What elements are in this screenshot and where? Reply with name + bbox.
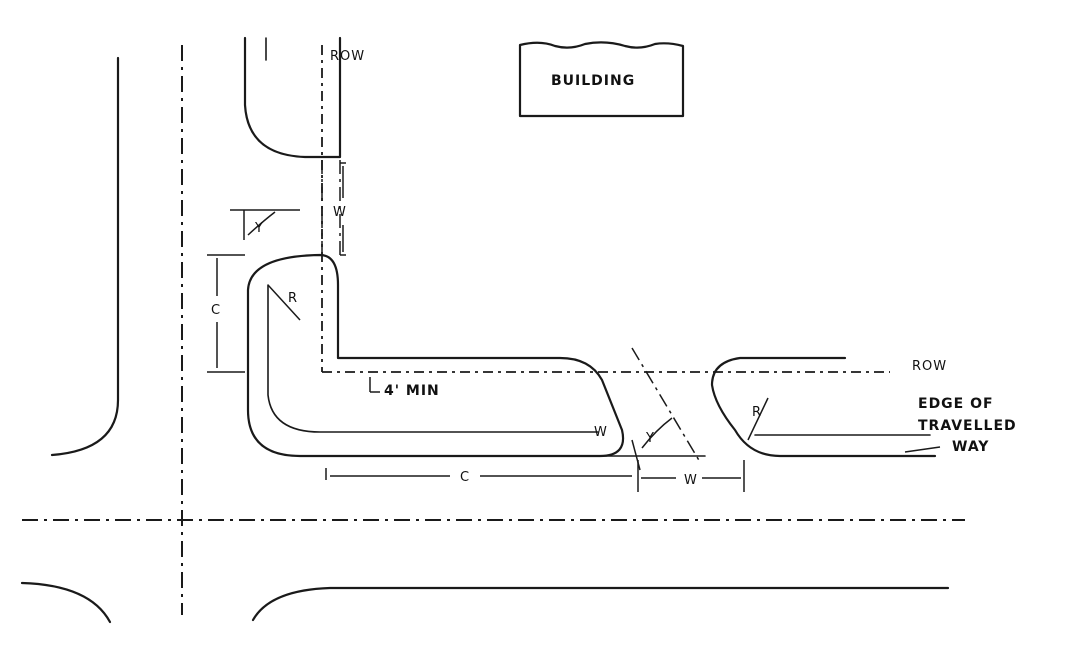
angle-y-lower-leg: [631, 439, 641, 471]
dim-c-vertical-label: C: [211, 303, 221, 318]
top-curb-return: [243, 36, 342, 159]
building-label: BUILDING: [551, 73, 635, 89]
row-right-label: ROW: [912, 359, 947, 374]
edge-label-line3: WAY: [952, 439, 989, 455]
min-offset-label: 4' MIN: [384, 383, 440, 399]
main-street-bottom-right-curb: [251, 586, 950, 622]
building-outline: [518, 41, 685, 118]
right-island-curb: [710, 356, 937, 458]
radius-right-line: [747, 397, 769, 441]
radius-right-label: R: [752, 405, 762, 420]
angle-y-lower-arc: [641, 417, 673, 449]
edge-label-leader: [904, 446, 941, 453]
radius-left-line: [267, 284, 301, 321]
angle-y-upper-arc: [247, 211, 276, 236]
dim-w-vertical-label: W: [333, 205, 347, 220]
edge-label-line2: TRAVELLED: [918, 418, 1017, 434]
dim-w-horizontal-label: W: [684, 473, 698, 488]
edge-label-line1: EDGE OF: [918, 396, 994, 412]
dim-c-horizontal-label: C: [460, 470, 470, 485]
curb-mark-label: W: [594, 425, 608, 440]
driveway-island-inner: [267, 284, 599, 433]
side-street-left-curb: [50, 56, 120, 457]
angle-y-upper-label: Y: [254, 221, 264, 236]
radius-left-label: R: [288, 291, 298, 306]
row-top-label: ROW: [330, 49, 365, 64]
driveway-angled-axis: [631, 347, 701, 463]
driveway-island-outer: [246, 253, 625, 458]
main-street-bottom-left-curb: [20, 581, 112, 624]
angle-y-lower-label: Y: [645, 431, 655, 446]
